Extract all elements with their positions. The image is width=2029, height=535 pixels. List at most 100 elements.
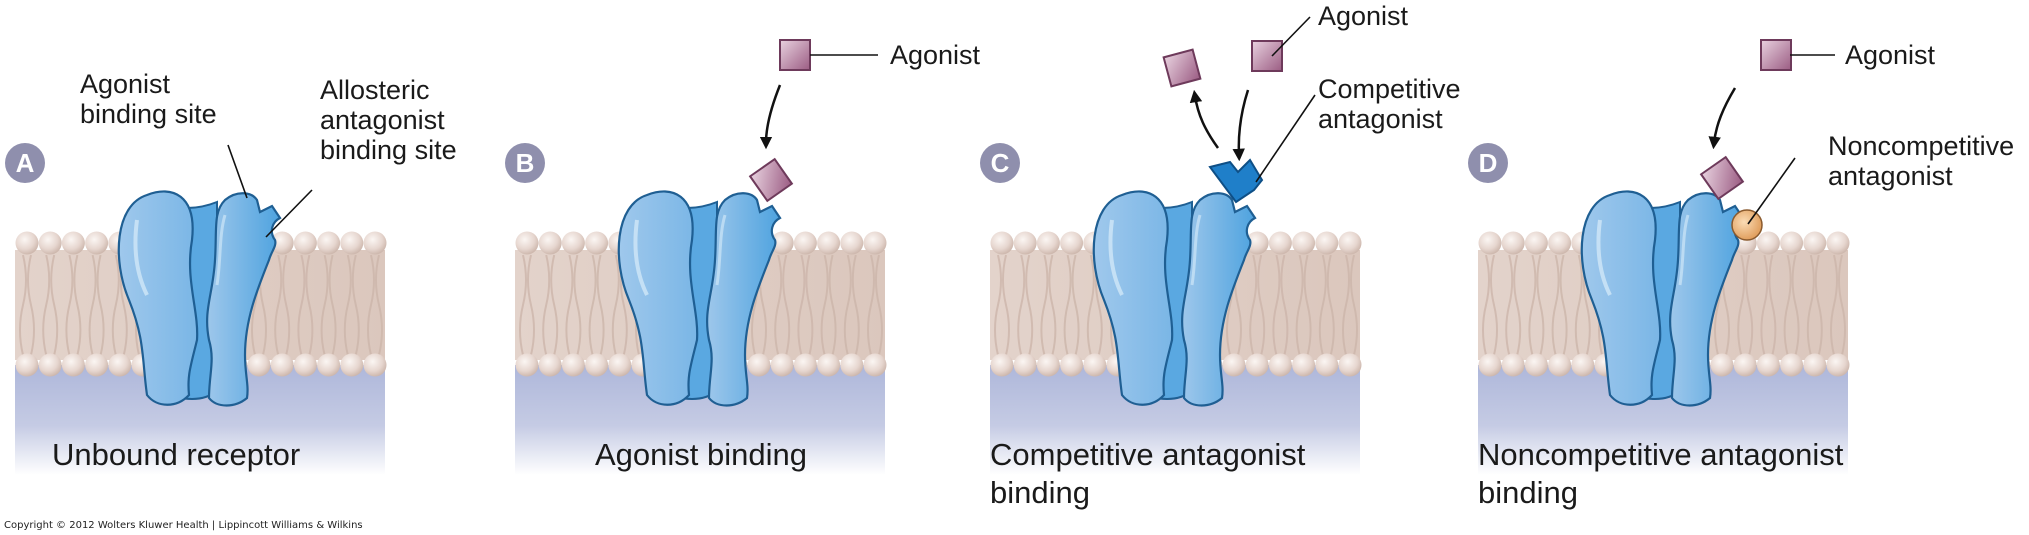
phospholipid-head <box>863 231 887 255</box>
phospholipid-head <box>1478 353 1502 377</box>
phospholipid-head <box>340 231 364 255</box>
phospholipid-head <box>1756 353 1780 377</box>
panel-caption: Noncompetitive antagonist <box>1478 437 1844 472</box>
phospholipid-head <box>293 231 317 255</box>
phospholipid-head <box>1268 353 1292 377</box>
agonist-molecule <box>1760 39 1792 71</box>
panel-badge-letter: D <box>1479 148 1498 178</box>
phospholipid-head <box>1826 353 1850 377</box>
phospholipid-head <box>770 231 794 255</box>
phospholipid-head <box>1083 353 1107 377</box>
panel-caption: Competitive antagonist <box>990 437 1306 472</box>
phospholipid-head <box>561 353 585 377</box>
label-noncompetitive-antagonist: antagonist <box>1828 161 1953 191</box>
phospholipid-head <box>363 353 387 377</box>
phospholipid-head <box>1292 353 1316 377</box>
phospholipid-head <box>840 231 864 255</box>
phospholipid-head <box>840 353 864 377</box>
label-agonist-binding-site: binding site <box>80 99 217 129</box>
panel-badge <box>1468 143 1508 183</box>
displacement-arrow <box>1189 89 1220 149</box>
phospholipid-head <box>1013 231 1037 255</box>
panel-badge-letter: A <box>16 148 35 178</box>
phospholipid-head <box>293 353 317 377</box>
panel-caption: Agonist binding <box>595 437 807 472</box>
phospholipid-head <box>1524 231 1548 255</box>
label-agonist: Agonist <box>1318 1 1409 31</box>
label-noncompetitive-antagonist: Noncompetitive <box>1828 131 2014 161</box>
phospholipid-head <box>1501 231 1525 255</box>
phospholipid-head <box>108 353 132 377</box>
noncompetitive-antagonist-molecule <box>1731 209 1763 241</box>
phospholipid-head <box>561 231 585 255</box>
phospholipid-head <box>770 353 794 377</box>
phospholipid-head <box>1013 353 1037 377</box>
phospholipid-head <box>1478 231 1502 255</box>
panel-caption: Unbound receptor <box>52 437 300 472</box>
agonist-molecule <box>1251 40 1283 72</box>
phospholipid-head <box>15 231 39 255</box>
displaced-agonist <box>1162 48 1202 88</box>
panel-badge-letter: C <box>991 148 1010 178</box>
phospholipid-head <box>1060 353 1084 377</box>
leader-line <box>1271 16 1311 57</box>
leader-line <box>265 189 313 238</box>
bound-agonist <box>1699 155 1745 201</box>
phospholipid-head <box>1315 231 1339 255</box>
phospholipid-head <box>817 353 841 377</box>
binding-arrow <box>759 84 782 150</box>
label-agonist: Agonist <box>1845 40 1936 70</box>
phospholipid-head <box>1501 353 1525 377</box>
phospholipid-head <box>85 231 109 255</box>
phospholipid-head <box>1292 231 1316 255</box>
label-allosteric-site: Allosteric <box>320 75 430 105</box>
phospholipid-head <box>1245 353 1269 377</box>
phospholipid-head <box>1268 231 1292 255</box>
phospholipid-head <box>1803 231 1827 255</box>
phospholipid-head <box>270 231 294 255</box>
phospholipid-head <box>270 353 294 377</box>
phospholipid-head <box>1222 353 1246 377</box>
phospholipid-head <box>1245 231 1269 255</box>
phospholipid-head <box>608 353 632 377</box>
phospholipid-head <box>585 353 609 377</box>
phospholipid-head <box>363 231 387 255</box>
phospholipid-head <box>585 231 609 255</box>
phospholipid-head <box>1780 353 1804 377</box>
phospholipid-head <box>61 231 85 255</box>
phospholipid-head <box>1733 353 1757 377</box>
phospholipid-head <box>793 353 817 377</box>
panel-badge <box>5 143 45 183</box>
phospholipid-head <box>1060 231 1084 255</box>
phospholipid-head <box>793 231 817 255</box>
copyright-notice: Copyright © 2012 Wolters Kluwer Health |… <box>4 520 363 531</box>
phospholipid-head <box>61 353 85 377</box>
phospholipid-head <box>317 231 341 255</box>
phospholipid-head <box>85 353 109 377</box>
phospholipid-head <box>38 353 62 377</box>
leader-line <box>227 144 248 199</box>
phospholipid-head <box>515 231 539 255</box>
competitive-antagonist-molecule <box>1208 158 1264 204</box>
phospholipid-head <box>1548 353 1572 377</box>
phospholipid-head <box>747 353 771 377</box>
phospholipid-head <box>1710 353 1734 377</box>
phospholipid-head <box>1338 353 1362 377</box>
phospholipid-head <box>515 353 539 377</box>
label-allosteric-site: binding site <box>320 135 457 165</box>
phospholipid-head <box>1756 231 1780 255</box>
phospholipid-head <box>990 231 1014 255</box>
phospholipid-head <box>1338 231 1362 255</box>
binding-arrow <box>1708 87 1737 150</box>
phospholipid-head <box>38 231 62 255</box>
phospholipid-head <box>247 353 271 377</box>
label-competitive-antagonist: Competitive <box>1318 74 1461 104</box>
bound-agonist <box>748 157 794 203</box>
leader-line <box>1255 94 1316 183</box>
phospholipid-head <box>317 353 341 377</box>
phospholipid-head <box>340 353 364 377</box>
phospholipid-head <box>1548 231 1572 255</box>
